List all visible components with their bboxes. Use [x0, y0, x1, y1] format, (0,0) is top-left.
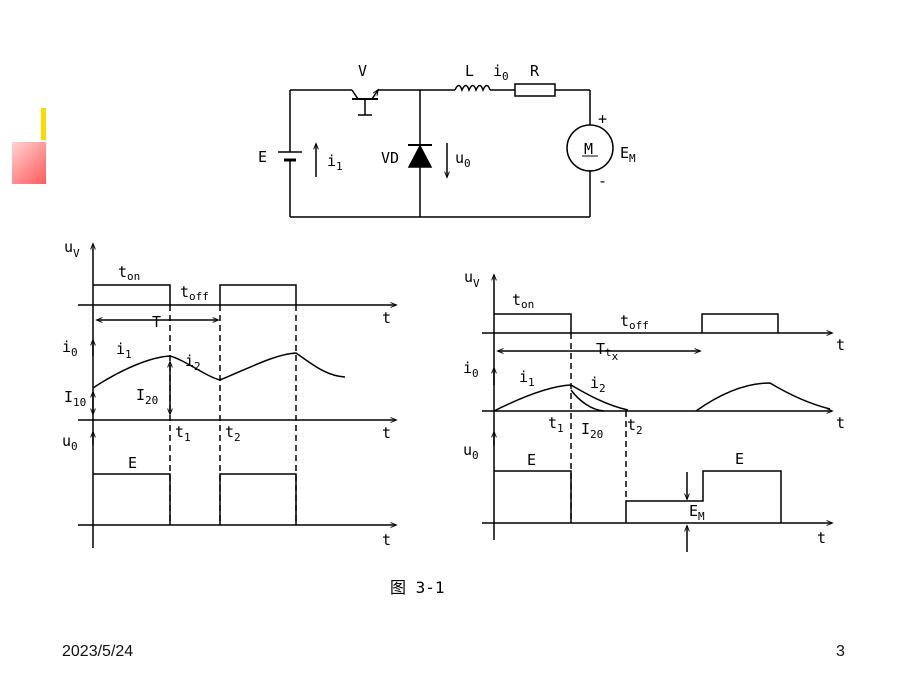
left-i20-label: I20 [136, 386, 158, 407]
decorative-block [12, 142, 46, 184]
left-i0-label: i0 [62, 338, 78, 359]
left-i2-label: i2 [185, 352, 201, 373]
minus-label: - [598, 172, 607, 190]
left-uv-t-label: t [382, 309, 391, 327]
right-i0-t-label: t [836, 414, 845, 432]
plus-label: + [598, 110, 607, 128]
right-i1-label: i1 [519, 368, 535, 389]
left-waveforms [78, 244, 396, 548]
left-uv-pulse-1 [93, 284, 171, 305]
circuit-diagram [278, 83, 614, 218]
right-uv-pulse-2 [701, 313, 779, 333]
inductor-coil [454, 84, 491, 93]
resistor-label: R [530, 62, 540, 80]
left-t2-label: t2 [225, 423, 241, 444]
decorative-bar [41, 108, 46, 140]
motor-label: M [584, 140, 593, 158]
circuit-labels: V L i0 R E i1 VD u0 M EM + - [258, 62, 636, 190]
right-i2-label: i2 [590, 374, 606, 395]
right-waveforms [482, 275, 832, 552]
figure-caption: 图 3-1 [390, 578, 445, 597]
left-e-label: E [128, 454, 137, 472]
left-uv-label: uV [64, 238, 80, 260]
motor-circle [566, 124, 614, 172]
right-e-label-1: E [527, 451, 536, 469]
left-u0-label: u0 [62, 432, 78, 453]
left-u0-pulse-2 [219, 473, 297, 525]
right-u0-t-label: t [817, 529, 826, 547]
right-toff-label: toff [620, 312, 649, 332]
left-u0-t-label: t [382, 531, 391, 549]
right-u0-label: u0 [463, 441, 479, 462]
left-i1-label: i1 [116, 340, 132, 361]
inductor-label: L [465, 62, 474, 80]
transistor-emitter [351, 89, 359, 100]
right-u0-waveform-2 [625, 470, 782, 523]
left-i10-label: I10 [64, 388, 86, 409]
footer-page-number: 3 [836, 643, 845, 660]
left-u0-pulse-1 [93, 473, 171, 525]
left-ton-label: ton [118, 263, 140, 283]
left-uv-pulse-2 [219, 284, 297, 305]
right-period-label: Ttx [596, 340, 619, 363]
right-waveform-labels: uV ton toff Ttx t i0 i1 i2 t1 I20 t2 t u… [463, 268, 845, 547]
motor-emf-label: EM [620, 144, 636, 165]
transistor-collector [371, 90, 378, 100]
load-current-label: i0 [493, 62, 509, 83]
left-t1-label: t1 [175, 423, 191, 444]
left-toff-label: toff [180, 283, 209, 303]
right-t2-label: t2 [627, 416, 643, 437]
right-u0-waveform [494, 470, 572, 523]
left-waveform-labels: uV ton toff T t i0 i1 i2 I10 I20 t t1 t2… [62, 238, 391, 549]
right-t1-label: t1 [548, 414, 564, 435]
diode-label: VD [381, 149, 399, 167]
left-i0-t-label: t [382, 424, 391, 442]
right-i0-label: i0 [463, 359, 479, 380]
right-current-curve-1 [493, 384, 629, 412]
diode-triangle [407, 144, 433, 168]
source-current-label: i1 [327, 152, 343, 173]
right-uv-t-label: t [836, 336, 845, 354]
transistor-label: V [358, 62, 367, 80]
right-em-label: EM [689, 502, 705, 523]
resistor-body [514, 83, 556, 97]
right-uv-label: uV [464, 268, 480, 290]
right-current-curve-3 [695, 382, 831, 412]
right-uv-pulse-1 [494, 313, 572, 333]
left-period-label: T [152, 313, 161, 331]
right-e-label-2: E [735, 450, 744, 468]
right-i20-label: I20 [581, 420, 603, 441]
right-current-curve-2 [570, 389, 605, 412]
footer-date: 2023/5/24 [62, 643, 134, 660]
right-ton-label: ton [512, 291, 534, 311]
diode-voltage-label: u0 [455, 149, 471, 170]
source-label: E [258, 148, 267, 166]
